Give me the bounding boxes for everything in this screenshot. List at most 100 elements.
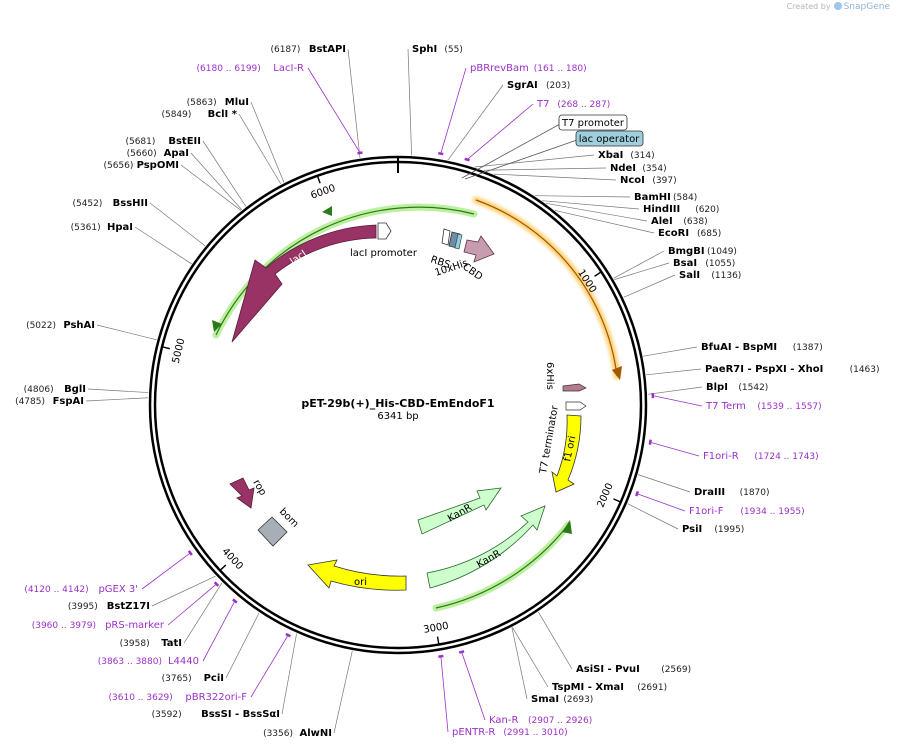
site-leader — [180, 164, 242, 211]
site-name: BssSI - BssSαI — [201, 709, 280, 720]
primer-bar — [232, 598, 238, 604]
primer-range: (2991 .. 3010) — [503, 728, 567, 738]
primer-name: F1ori-F — [689, 506, 724, 517]
site-position: (397) — [652, 176, 676, 186]
tick-mark — [316, 175, 321, 184]
site-name: SphI — [412, 44, 437, 55]
primer-bar — [285, 632, 291, 638]
site-name: BmgBI — [668, 246, 705, 257]
primer-bar — [438, 151, 444, 156]
orf-arc-insert-core — [475, 199, 618, 377]
primer-leader — [167, 583, 217, 626]
primer-leader — [440, 656, 449, 733]
site-position: (3995) — [68, 602, 98, 612]
tick-label: 3000 — [423, 621, 450, 636]
feature-rop: rop — [229, 477, 268, 509]
site-name: DraIII — [694, 487, 725, 498]
site-position: (1995) — [714, 525, 744, 535]
primer-range: (161 .. 180) — [534, 64, 587, 74]
site-position: (4806) — [24, 385, 54, 395]
site-name: SgrAI — [507, 80, 538, 91]
site-leader — [281, 633, 297, 715]
site-leader — [554, 210, 655, 234]
site-leader — [96, 324, 157, 341]
site-leader — [85, 397, 149, 402]
primer-leader — [636, 493, 686, 512]
primer-name: T7 Term — [705, 401, 746, 412]
site-name: AlwNI — [300, 728, 333, 739]
site-name: BsaI — [673, 258, 697, 269]
credit-prefix: Created by — [786, 2, 831, 11]
site-name: EcoRI — [658, 228, 689, 239]
primer-leader — [650, 441, 700, 457]
site-name: BstEII — [168, 136, 201, 147]
site-position: (5361) — [71, 223, 101, 233]
site-leader — [333, 650, 353, 734]
tick-mark — [613, 498, 622, 503]
credit-brand: SnapGene — [843, 2, 890, 12]
t7-promoter-label: T7 promoter — [561, 118, 625, 129]
primer-leader — [461, 651, 486, 721]
orf-arrowhead-lacI-2-icon — [212, 320, 222, 332]
leader-t7-promoter — [461, 123, 561, 179]
feature-bom: bom — [257, 506, 300, 547]
site-name: AleI — [651, 216, 673, 227]
primer-bar — [648, 439, 652, 445]
site-name: TspMI - XmaI — [552, 682, 624, 693]
primer-name: pBR322ori-F — [185, 692, 247, 703]
site-position: (203) — [546, 81, 570, 91]
primer-leader — [250, 634, 289, 698]
primer-name: F1ori-R — [703, 451, 739, 462]
site-name: BlpI — [706, 382, 728, 393]
tick-mark — [219, 564, 227, 571]
primer-bar — [458, 650, 465, 654]
orf-arrowhead-kanR-icon — [562, 520, 572, 534]
site-name: PspOMI — [137, 160, 179, 171]
site-name: PaeR7I - PspXI - XhoI — [705, 364, 823, 375]
leader-lac-operator — [464, 139, 578, 180]
site-leader — [647, 386, 703, 395]
site-name: NdeI — [610, 163, 636, 174]
feature-lacI-promoter: lacI promoter — [350, 222, 418, 259]
plasmid-name: pET-29b(+)_His-CBD-EmEndoF1 — [301, 397, 494, 410]
site-name: NcoI — [620, 175, 645, 186]
site-position: (638) — [683, 217, 707, 227]
t7-promoter-box: T7 promoter — [558, 114, 628, 131]
lac-operator-box: lac operator — [575, 130, 644, 147]
snapgene-credit: Created by SnapGene — [787, 2, 890, 12]
site-position: (620) — [695, 205, 719, 215]
primer-leader — [141, 552, 191, 590]
site-position: (55) — [444, 45, 462, 55]
feature-label-lacI-promoter: lacI promoter — [350, 248, 418, 259]
primer-name: pGEX 3' — [98, 584, 138, 595]
site-leader — [238, 113, 282, 185]
site-name: MluI — [225, 97, 249, 108]
site-position: (5660) — [127, 149, 157, 159]
site-leader — [134, 226, 192, 265]
tick-label: 2000 — [596, 482, 616, 510]
site-name: BfuAI - BspMI — [701, 342, 777, 353]
primer-bar — [187, 550, 193, 556]
site-name: HindIII — [643, 204, 680, 215]
primer-range: (3863 .. 3880) — [98, 657, 162, 667]
site-name: ApaI — [164, 148, 189, 159]
lac-operator-label: lac operator — [579, 134, 640, 145]
site-position: (3356) — [263, 729, 293, 739]
primer-leader — [440, 67, 467, 154]
primer-range: (1934 .. 1955) — [740, 507, 804, 517]
site-position: (3958) — [120, 639, 150, 649]
site-position: (5863) — [187, 98, 217, 108]
site-name: SalI — [679, 270, 700, 281]
site-position: (584) — [673, 193, 697, 203]
tick-label: 6000 — [309, 183, 337, 202]
plasmid-length: 6341 bp — [377, 411, 418, 422]
orf-arc-kanR-core — [435, 524, 569, 609]
primer-leader — [307, 67, 361, 154]
site-leader — [225, 612, 260, 679]
site-position: (354) — [642, 164, 666, 174]
site-leader — [534, 195, 631, 198]
site-position: (1387) — [793, 343, 823, 353]
site-leader — [613, 250, 665, 279]
site-name: BstZ17I — [107, 601, 150, 612]
